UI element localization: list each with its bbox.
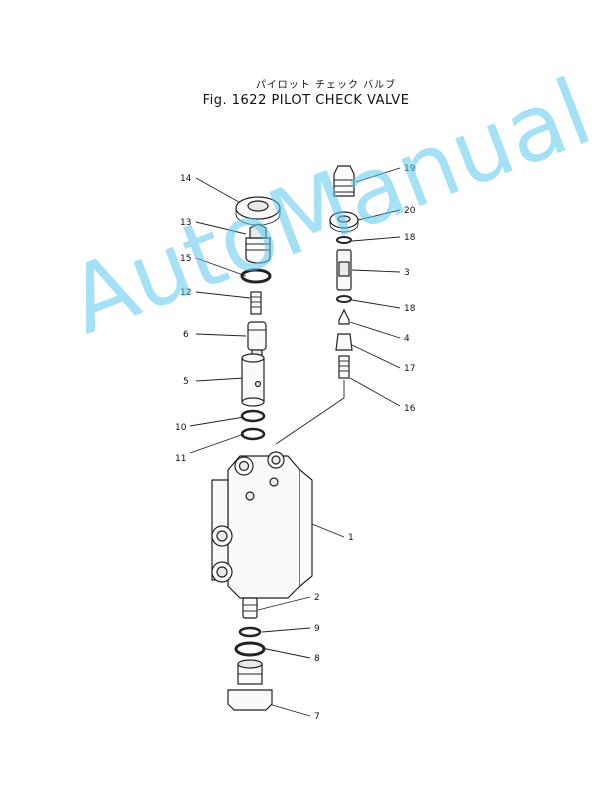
- callout-18-lower: 18: [404, 304, 416, 314]
- callout-9: 9: [314, 624, 320, 634]
- callout-10: 10: [175, 423, 187, 433]
- callout-4: 4: [404, 334, 410, 344]
- part-4-poppet: [338, 308, 350, 325]
- callout-18-upper: 18: [404, 233, 416, 243]
- part-12-spring: [250, 291, 262, 315]
- callout-17: 17: [404, 364, 415, 374]
- title-english: Fig. 1622 PILOT CHECK VALVE: [202, 93, 410, 108]
- callout-5: 5: [183, 377, 189, 387]
- part-7-plug: [227, 659, 273, 711]
- callout-19: 19: [404, 164, 416, 174]
- part-17-seat: [335, 333, 353, 351]
- callout-8: 8: [314, 654, 320, 664]
- title-japanese: パイロット チェック バルブ: [255, 80, 397, 91]
- callout-2: 2: [314, 593, 320, 603]
- part-6-piston: [247, 321, 267, 356]
- callout-3: 3: [404, 268, 410, 278]
- callout-12: 12: [180, 288, 191, 298]
- callout-13: 13: [180, 218, 191, 228]
- part-20-nut: [329, 211, 359, 233]
- part-18-o-ring-lower: [336, 295, 352, 303]
- part-3-valve-body: [336, 249, 352, 291]
- part-5-sleeve: [241, 353, 265, 407]
- part-13-plug: [245, 223, 271, 264]
- callout-6: 6: [183, 330, 189, 340]
- callout-labels: 14 13 15 12 6 5 10 11 19 20 18 3 18 4 17…: [175, 164, 416, 722]
- part-11-backup-ring: [240, 427, 266, 441]
- part-10-o-ring: [240, 409, 266, 423]
- callout-16: 16: [404, 404, 416, 414]
- part-1-valve-housing: [211, 451, 313, 599]
- part-2-check-valve: [242, 597, 258, 619]
- figure-title: パイロット チェック バルブ Fig. 1622 PILOT CHECK VAL…: [0, 76, 612, 108]
- part-8-o-ring: [234, 641, 266, 657]
- part-18-o-ring-upper: [336, 236, 352, 244]
- callout-20: 20: [404, 206, 416, 216]
- part-16-spring: [338, 355, 350, 379]
- callout-15: 15: [180, 254, 191, 264]
- callout-14: 14: [180, 174, 192, 184]
- callout-7: 7: [314, 712, 320, 722]
- part-9-o-ring: [238, 626, 262, 638]
- leader-lines: [189, 167, 401, 717]
- part-19-screw: [333, 165, 355, 197]
- part-15-o-ring: [240, 268, 272, 284]
- callout-1: 1: [348, 533, 354, 543]
- part-14-lock-nut: [235, 196, 281, 226]
- callout-11: 11: [175, 454, 186, 464]
